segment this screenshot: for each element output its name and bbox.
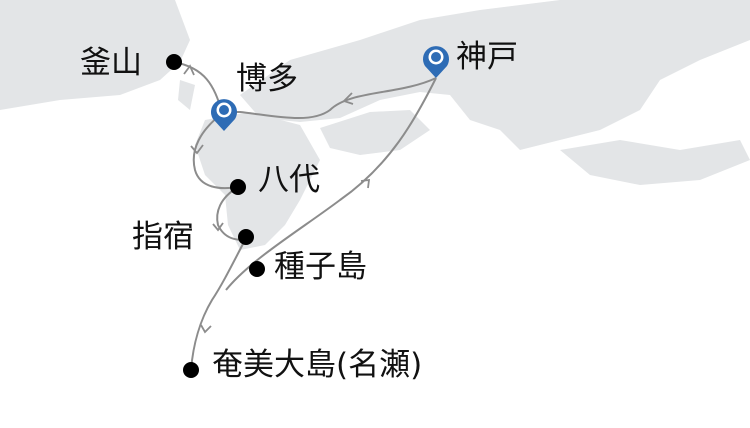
- route-kobe-hakata: [224, 77, 437, 120]
- port-label-yatsushiro: 八代: [258, 162, 320, 198]
- port-label-hakata: 博多: [236, 61, 298, 97]
- port-label-amami: 奄美大島(名瀬): [212, 347, 423, 383]
- korea-land: [0, 0, 190, 110]
- route-hakata-yatsushiro: [192, 111, 239, 190]
- port-dot-busan[interactable]: [166, 54, 182, 70]
- port-label-tanegashima: 種子島: [274, 249, 367, 285]
- kyushu-land: [195, 112, 320, 250]
- route-ibusuki-amami: [190, 239, 246, 371]
- land-masses: [0, 0, 750, 250]
- pin-hakata[interactable]: [211, 99, 237, 131]
- route-yatsushiro-ibusuki: [216, 186, 246, 241]
- port-dot-amami[interactable]: [183, 362, 199, 378]
- arrow-icon: [360, 178, 371, 189]
- tsushima-land: [178, 80, 195, 110]
- port-dots: [166, 54, 265, 378]
- pin-kobe[interactable]: [423, 46, 449, 78]
- shikoku-land: [320, 110, 430, 155]
- arrow-icon: [212, 222, 224, 232]
- arrow-icon: [200, 324, 212, 334]
- japan-sea-islands: [560, 140, 750, 185]
- direction-arrows: [183, 64, 371, 334]
- port-dot-ibusuki[interactable]: [238, 229, 254, 245]
- port-label-busan: 釜山: [80, 45, 142, 81]
- arrow-icon: [190, 144, 204, 155]
- port-dot-yatsushiro[interactable]: [230, 179, 246, 195]
- port-dot-tanegashima[interactable]: [249, 261, 265, 277]
- honshu-land: [240, 0, 750, 150]
- arrow-icon: [342, 92, 354, 105]
- port-label-ibusuki: 指宿: [132, 219, 194, 255]
- arrow-icon: [183, 64, 195, 76]
- port-label-kobe: 神戸: [456, 39, 518, 75]
